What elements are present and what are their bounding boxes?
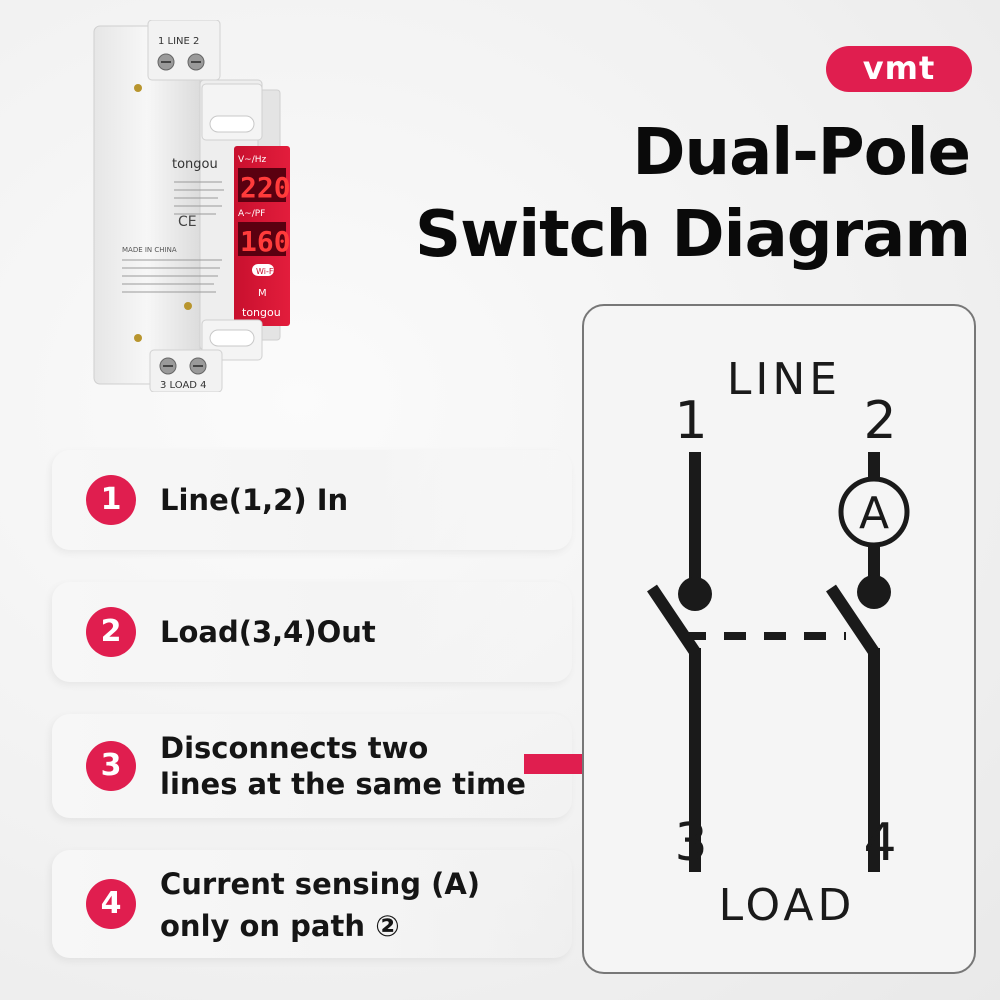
product-mode-label: M bbox=[258, 288, 267, 299]
feature-4-line-1: Current sensing (A) bbox=[160, 867, 481, 901]
terminal-1-label: 1 bbox=[674, 391, 707, 451]
pole-2-contact bbox=[857, 575, 891, 609]
headline: Dual-Pole Switch Diagram bbox=[414, 112, 971, 276]
product-display-bottom-value: 160 bbox=[240, 225, 291, 258]
pole-1-switch-blade bbox=[647, 584, 700, 656]
terminal-4-label: 4 bbox=[863, 813, 896, 873]
product-display-bottom-label: A~/PF bbox=[238, 209, 265, 219]
terminal-2-label: 2 bbox=[863, 391, 896, 451]
product-display-top-value: 220 bbox=[240, 171, 291, 204]
pole-2-switch-blade bbox=[826, 584, 879, 656]
schematic-load-label: LOAD bbox=[719, 880, 856, 931]
feature-number-1: 1 bbox=[86, 475, 136, 525]
feature-number-4: 4 bbox=[86, 879, 136, 929]
headline-line-2: Switch Diagram bbox=[414, 198, 971, 272]
terminal-3-label: 3 bbox=[674, 813, 707, 873]
feature-card-4: 4 Current sensing (A) only on path ② bbox=[52, 850, 572, 958]
feature-text-3: Disconnects two lines at the same time bbox=[160, 730, 526, 802]
feature-4-line-2: only on path ② bbox=[160, 909, 400, 943]
feature-text-1: Line(1,2) In bbox=[160, 482, 348, 518]
feature-card-2: 2 Load(3,4)Out bbox=[52, 582, 572, 682]
feature-3-line-2: lines at the same time bbox=[160, 767, 526, 801]
headline-line-1: Dual-Pole bbox=[632, 116, 971, 190]
ammeter-symbol bbox=[838, 476, 910, 548]
product-display-top-label: V~/Hz bbox=[238, 155, 266, 165]
product-top-terminal-label: 1 LINE 2 bbox=[158, 36, 199, 47]
product-brand-text: tongou bbox=[172, 157, 218, 172]
feature-card-3: 3 Disconnects two lines at the same time bbox=[52, 714, 572, 818]
ammeter-label: A bbox=[859, 488, 889, 539]
feature-text-2: Load(3,4)Out bbox=[160, 614, 376, 650]
feature-text-4: Current sensing (A) only on path ② bbox=[160, 866, 480, 944]
pole-1-contact bbox=[678, 577, 712, 611]
feature-1-line-1: Line(1,2) In bbox=[160, 483, 349, 517]
feature-number-3: 3 bbox=[86, 741, 136, 791]
schematic-panel: LINE 1 2 A 3 4 LOAD bbox=[582, 304, 976, 974]
product-image: 1 LINE 2 V~/Hz 220 A~/PF 160 Wi-Fi M ton… bbox=[93, 20, 291, 392]
feature-card-1: 1 Line(1,2) In bbox=[52, 450, 572, 550]
feature-2-line-1: Load(3,4)Out bbox=[160, 615, 376, 649]
brand-badge: vmt bbox=[826, 46, 972, 92]
product-made-in: MADE IN CHINA bbox=[122, 246, 177, 254]
feature-3-line-1: Disconnects two bbox=[160, 731, 429, 765]
schematic-line-label: LINE bbox=[727, 354, 841, 405]
product-bottom-terminal-label: 3 LOAD 4 bbox=[160, 380, 207, 391]
product-wifi-label: Wi-Fi bbox=[256, 267, 275, 276]
feature-number-2: 2 bbox=[86, 607, 136, 657]
svg-text:CE: CE bbox=[178, 214, 197, 230]
switch-schematic: LINE 1 2 A 3 4 LOAD bbox=[647, 354, 910, 931]
product-brand-text-display: tongou bbox=[242, 306, 281, 319]
